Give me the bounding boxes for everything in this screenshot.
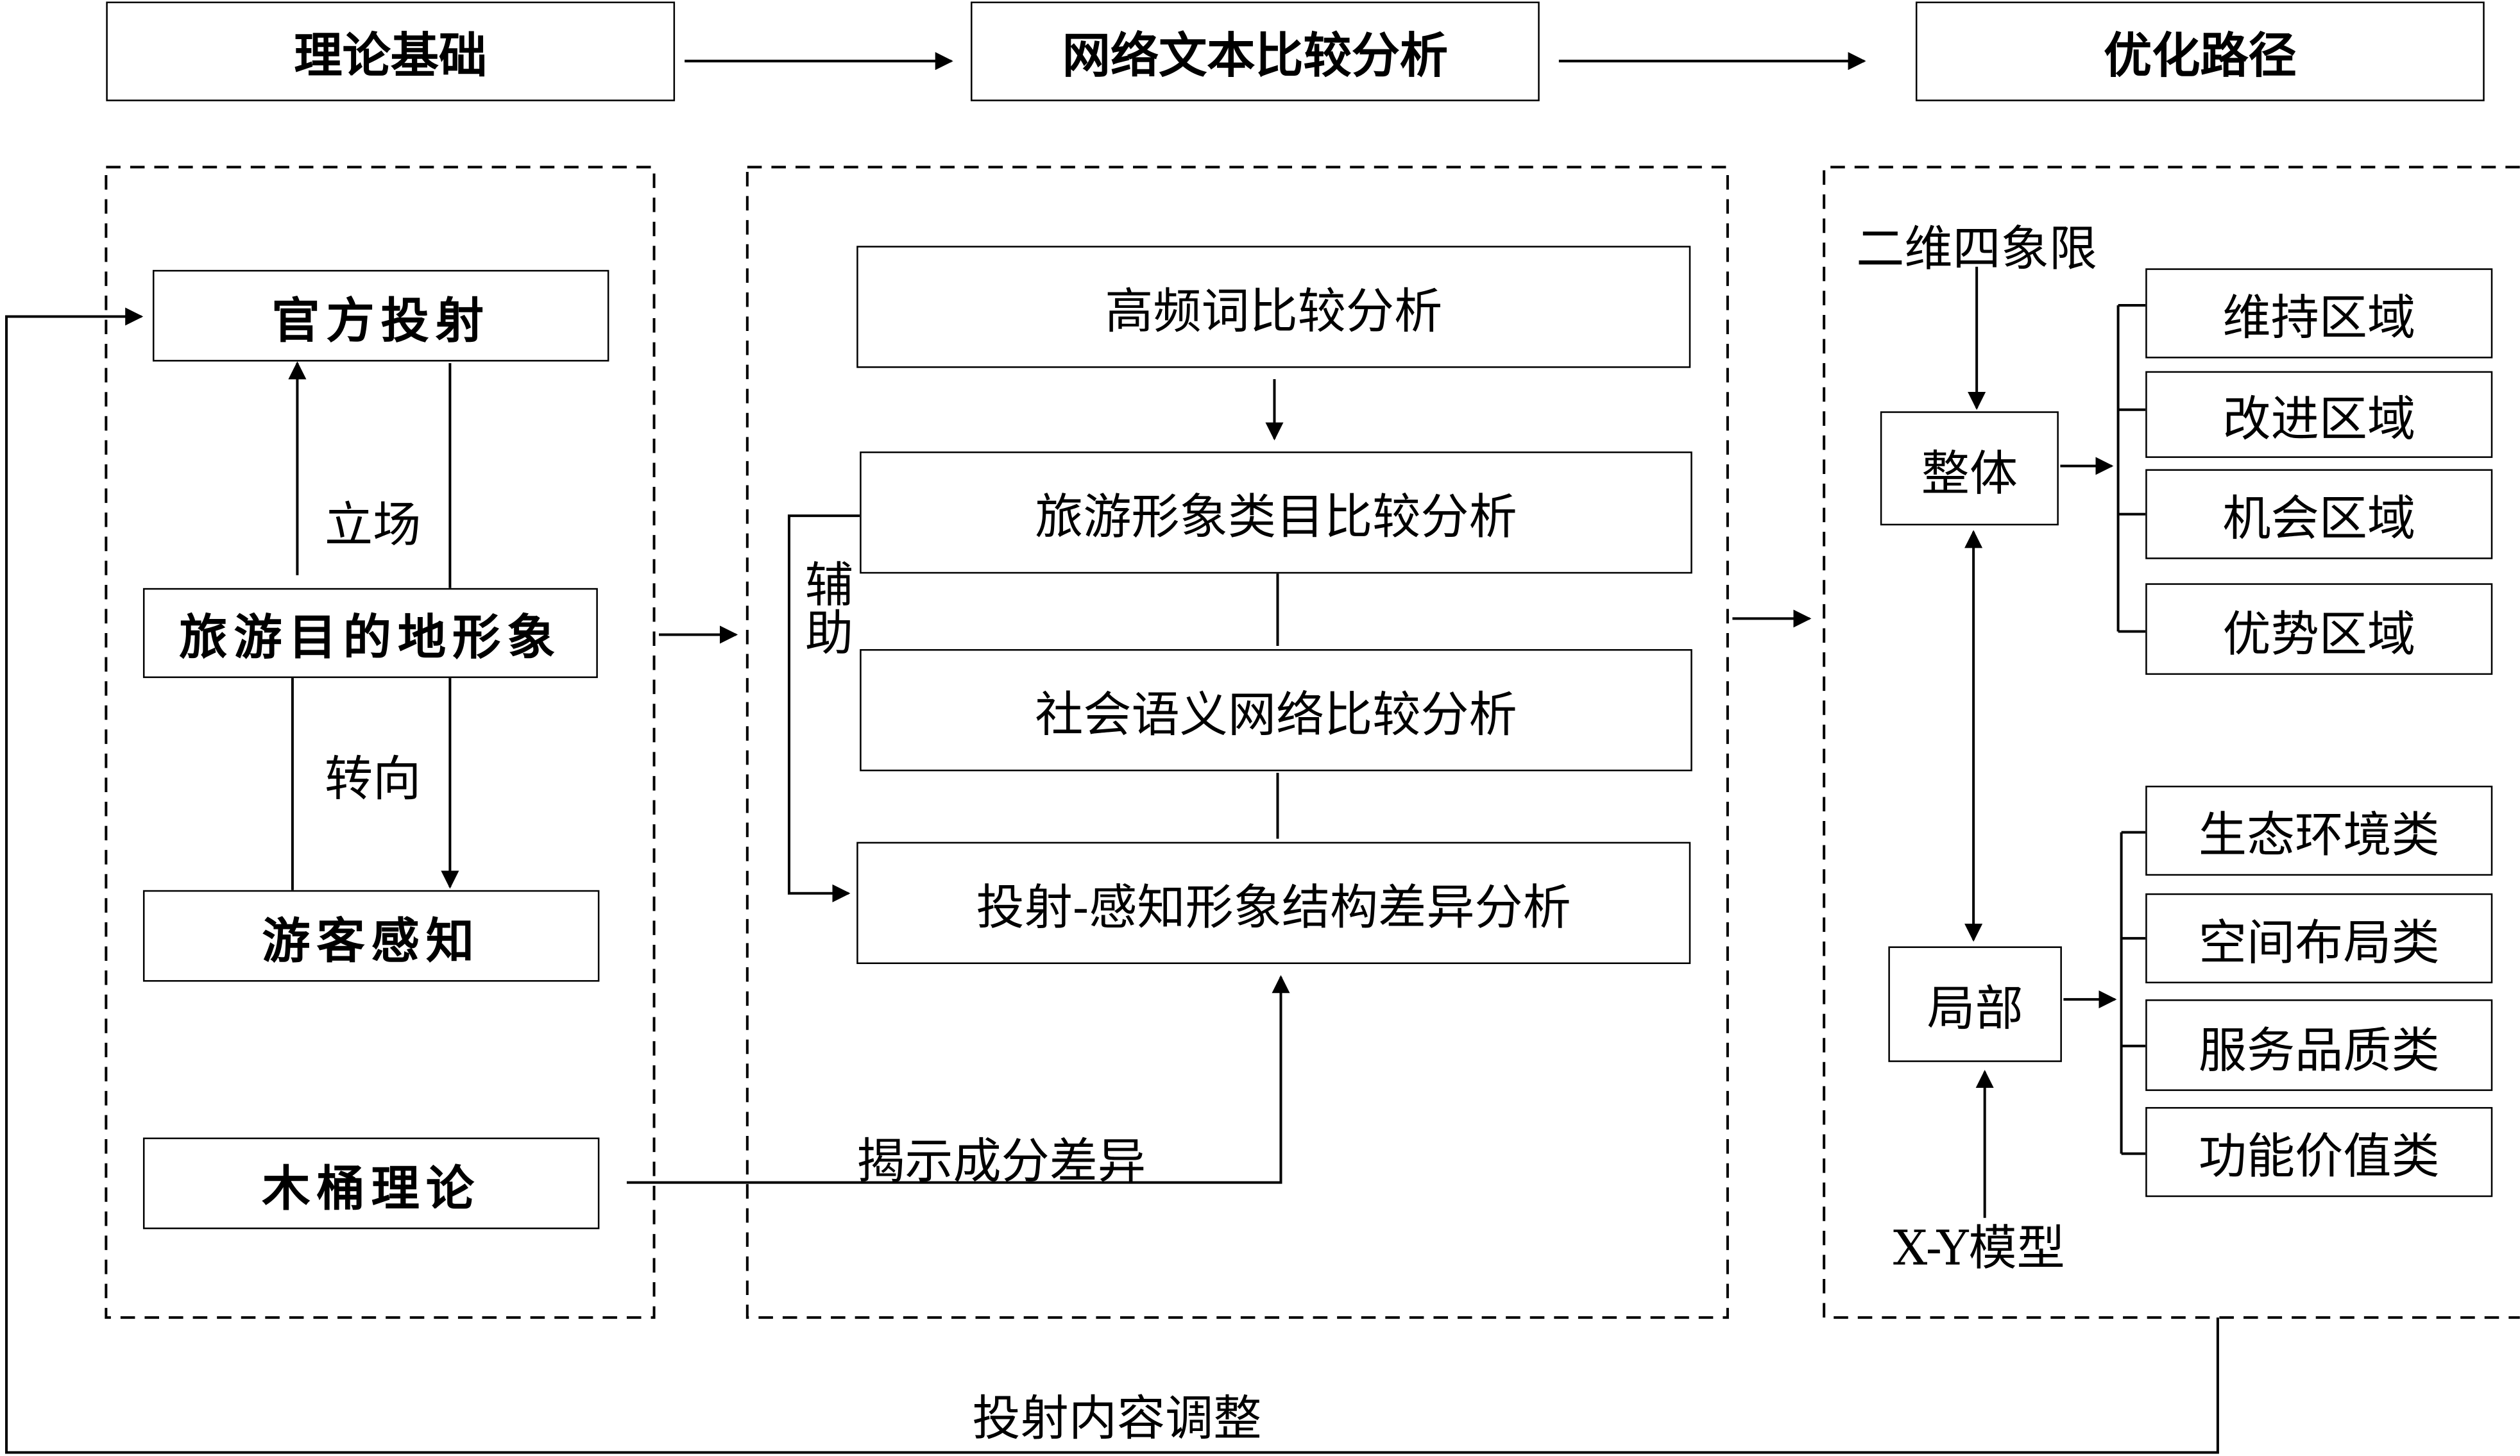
structure-diff-label: 投射-感知形象结构差异分析	[976, 880, 1571, 937]
stance-label: 立场	[325, 498, 421, 555]
category-box: 旅游形象类目比较分析	[860, 451, 1692, 574]
feedback-label: 投射内容调整	[972, 1391, 1262, 1448]
reveal-label: 揭示成分差异	[856, 1134, 1146, 1191]
local-item-label: 生态环境类	[2198, 808, 2440, 865]
local-box: 局部	[1888, 946, 2062, 1062]
local-item-label: 服务品质类	[2198, 1022, 2440, 1079]
local-label: 局部	[1927, 981, 2023, 1038]
destination-image-box: 旅游目的地形象	[142, 588, 598, 679]
structure-diff-box: 投射-感知形象结构差异分析	[856, 842, 1691, 965]
barrel-theory-label: 木桶理论	[262, 1160, 481, 1217]
assist-label: 辅助	[795, 559, 852, 656]
whole-item-label: 维持区域	[2222, 291, 2416, 348]
category-label: 旅游形象类目比较分析	[1035, 490, 1517, 546]
turn-label: 转向	[325, 752, 421, 809]
analysis-panel	[745, 165, 1729, 1319]
whole-item-opportunity: 机会区域	[2145, 469, 2493, 559]
high-freq-box: 高频词比较分析	[856, 246, 1691, 368]
header-theory-label: 理论基础	[294, 29, 488, 85]
destination-image-label: 旅游目的地形象	[179, 610, 562, 667]
official-projection-label: 官方投射	[271, 293, 491, 350]
tourist-perception-box: 游客感知	[142, 890, 600, 982]
barrel-theory-box: 木桶理论	[142, 1137, 600, 1230]
tourist-perception-label: 游客感知	[262, 913, 481, 970]
whole-item-maintain: 维持区域	[2145, 268, 2493, 359]
header-theory: 理论基础	[106, 1, 676, 101]
xy-model-label: X-Y模型	[1893, 1221, 2065, 1278]
header-text-analysis-label: 网络文本比较分析	[1062, 29, 1449, 85]
whole-item-label: 机会区域	[2222, 491, 2416, 548]
local-item-function: 功能价值类	[2145, 1106, 2493, 1198]
semantic-network-box: 社会语义网络比较分析	[860, 649, 1692, 772]
whole-item-label: 优势区域	[2222, 606, 2416, 663]
header-text-analysis: 网络文本比较分析	[971, 1, 1540, 101]
optimization-panel	[1823, 165, 2520, 1319]
high-freq-label: 高频词比较分析	[1105, 284, 1443, 341]
local-item-label: 功能价值类	[2198, 1130, 2440, 1186]
header-optimization: 优化路径	[1915, 1, 2485, 101]
local-item-spatial: 空间布局类	[2145, 893, 2493, 984]
whole-box: 整体	[1880, 411, 2059, 526]
whole-item-label: 改进区域	[2222, 392, 2416, 448]
whole-item-advantage: 优势区域	[2145, 583, 2493, 675]
theory-panel	[105, 165, 656, 1319]
quadrant-label: 二维四象限	[1856, 221, 2098, 278]
whole-item-improve: 改进区域	[2145, 371, 2493, 458]
local-item-service: 服务品质类	[2145, 999, 2493, 1091]
whole-label: 整体	[1921, 446, 2018, 502]
semantic-network-label: 社会语义网络比较分析	[1035, 688, 1517, 744]
local-item-ecology: 生态环境类	[2145, 785, 2493, 876]
header-optimization-label: 优化路径	[2104, 29, 2297, 85]
local-item-label: 空间布局类	[2198, 915, 2440, 972]
official-projection-box: 官方投射	[152, 269, 609, 362]
